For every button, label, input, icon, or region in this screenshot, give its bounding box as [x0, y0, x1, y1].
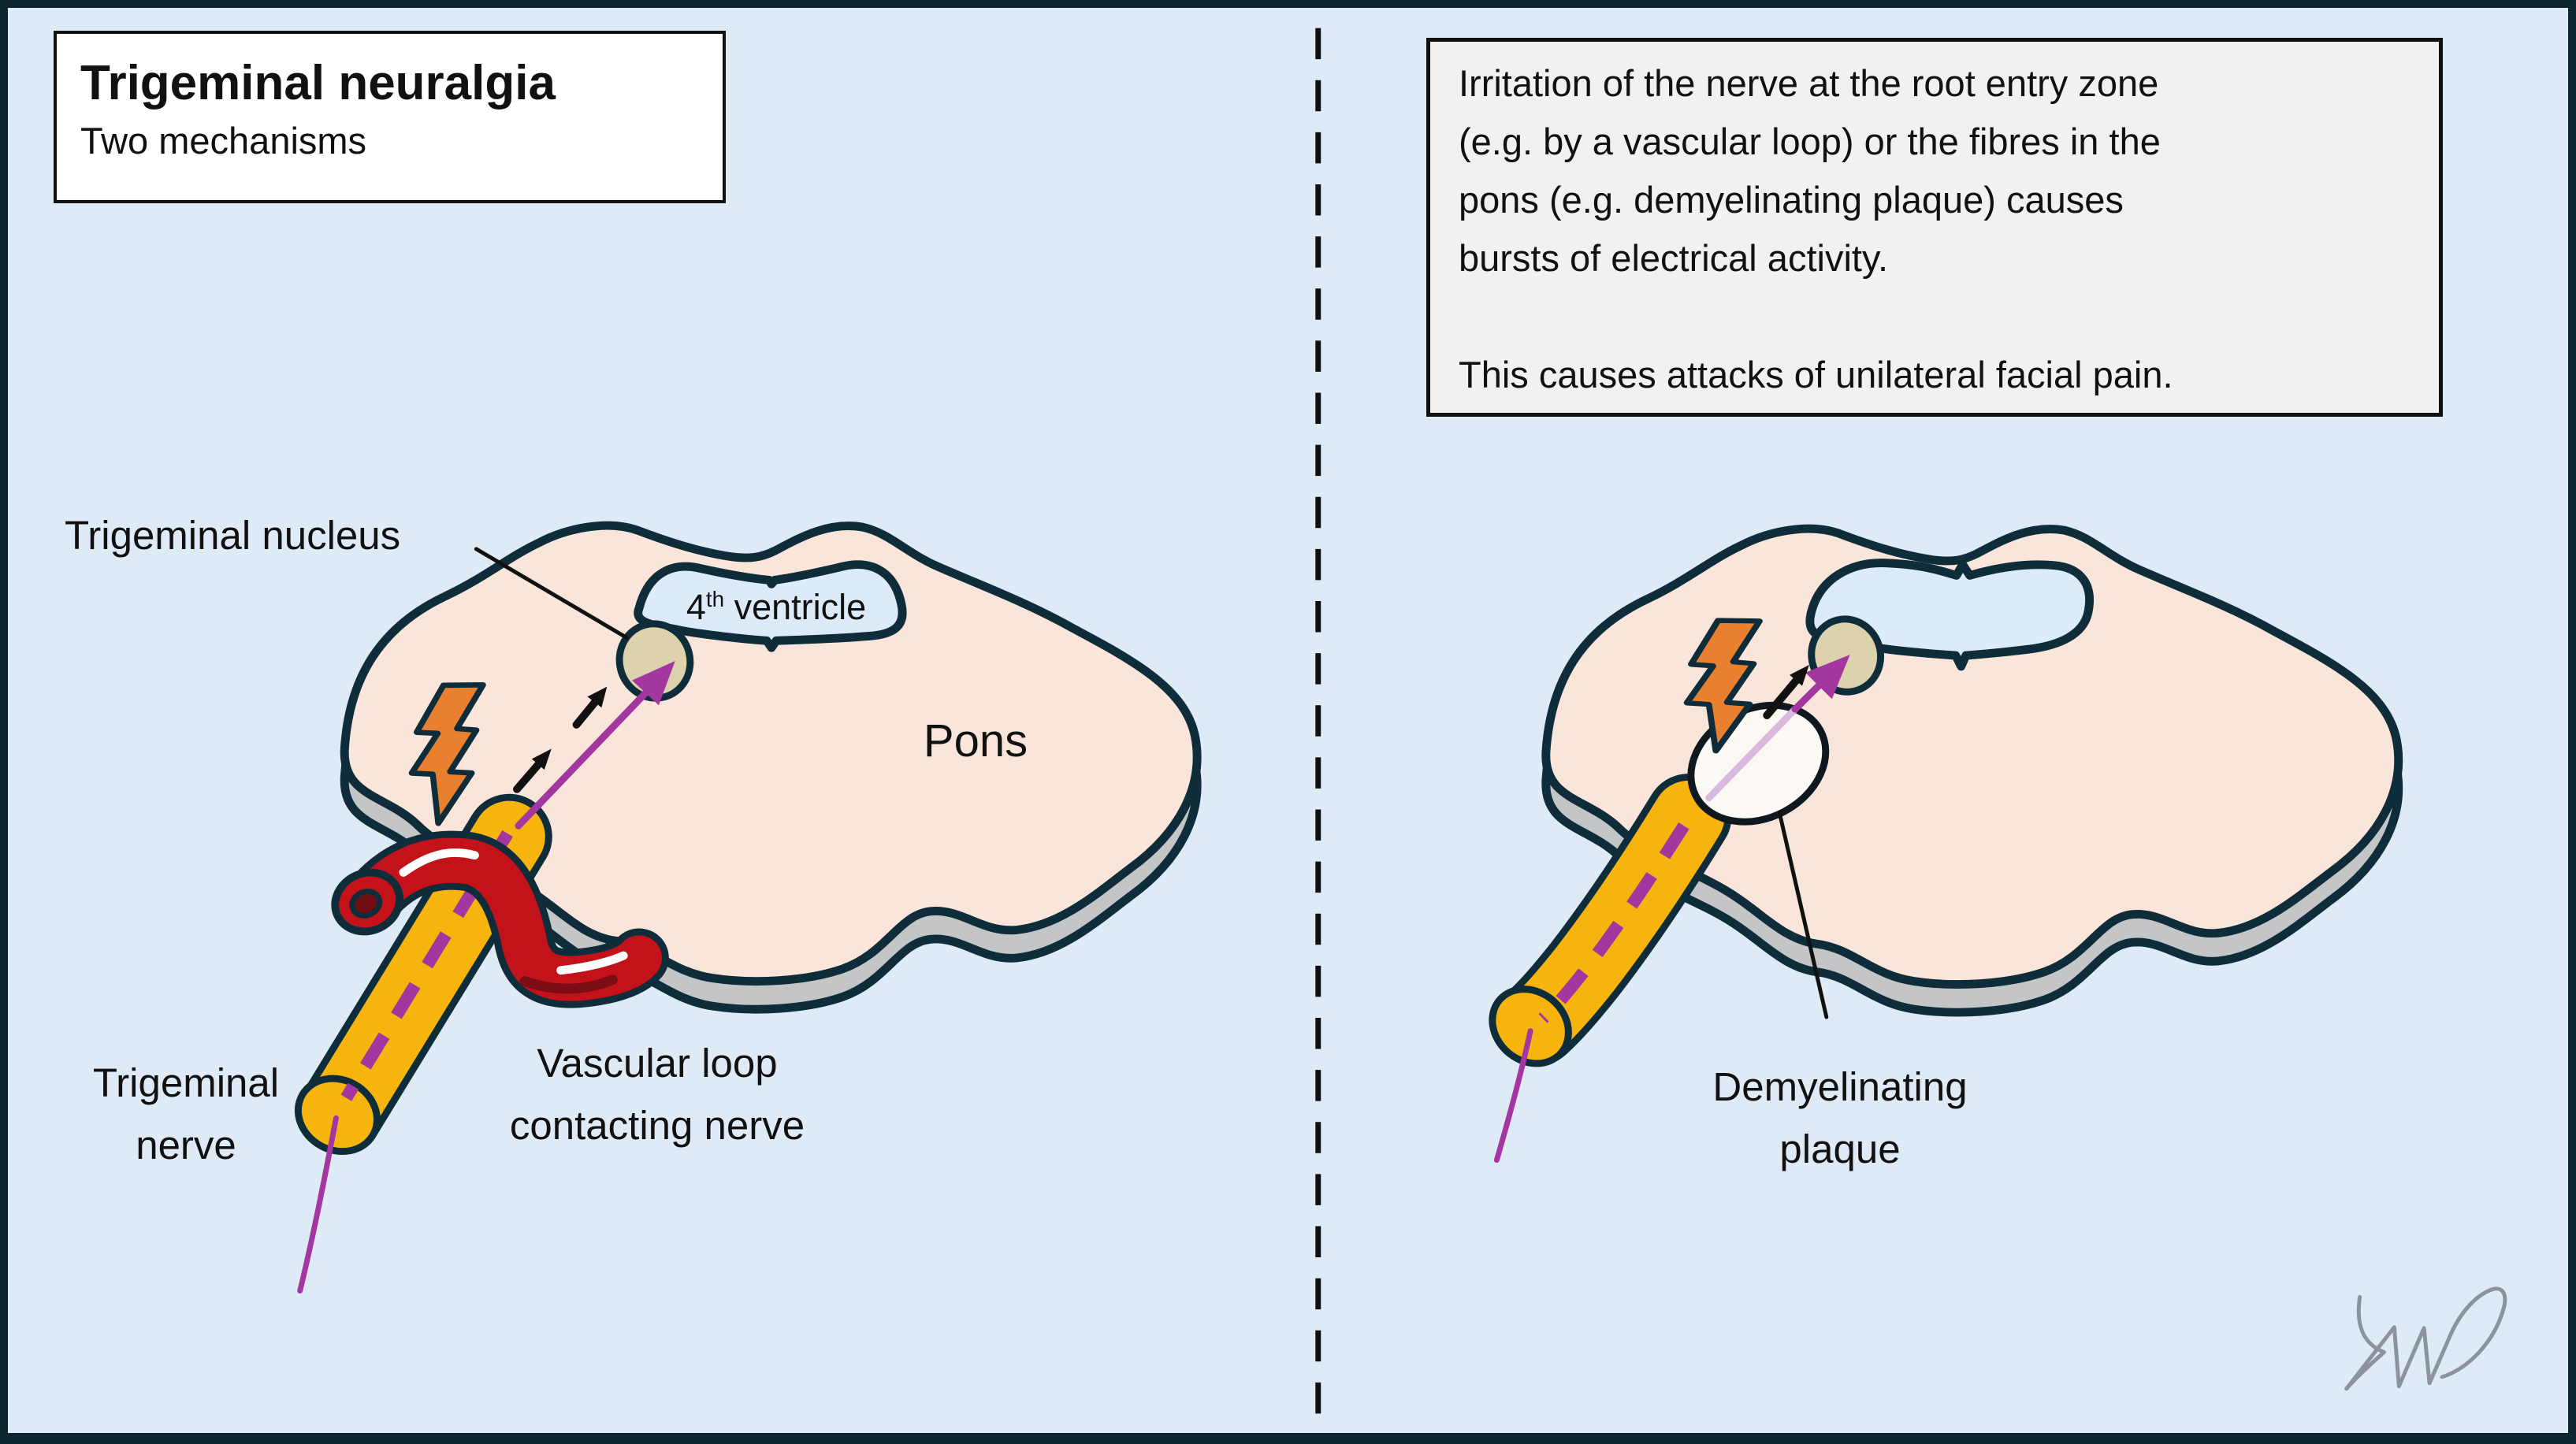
note-line — [1459, 288, 2411, 346]
diagram-artwork — [294, 28, 2507, 1433]
diagram-stage: Trigeminal neuralgia Two mechanisms Irri… — [8, 8, 2568, 1433]
fourth-ventricle-num: 4 — [686, 587, 706, 627]
title-box: Trigeminal neuralgia Two mechanisms — [54, 31, 726, 203]
vessel-lumen — [349, 889, 383, 919]
note-line: (e.g. by a vascular loop) or the fibres … — [1459, 121, 2161, 162]
pons-left — [344, 525, 1197, 1009]
vascular-loop-label: Vascular loop contacting nerve — [510, 1032, 805, 1156]
nerve-fibre-dashed-left — [340, 830, 513, 1101]
fourth-ventricle-shape-left — [634, 560, 907, 652]
leader-line-demyelinating-plaque — [1777, 810, 1829, 1019]
demyelinating-plaque-label-line1: Demyelinating — [1712, 1064, 1968, 1109]
fourth-ventricle-label: 4th ventricle — [686, 585, 866, 629]
vascular-loop-shape — [331, 830, 669, 1008]
impulse-arrow-right — [1763, 664, 1809, 720]
leader-line-trigeminal-nucleus — [474, 547, 629, 640]
fourth-ventricle-sup: th — [705, 587, 725, 611]
trigeminal-nerve-label-line1: Trigeminal — [92, 1060, 280, 1105]
impulse-arrows-left — [513, 686, 608, 793]
vessel-shadow — [519, 974, 618, 994]
demyelinating-plaque-label-line2: plaque — [1779, 1127, 1901, 1171]
trigeminal-nerve-right-shape — [1489, 774, 1732, 1164]
nerve-cut-face-left — [294, 1075, 381, 1156]
trigeminal-nerve-label: Trigeminal nerve — [93, 1052, 279, 1176]
signal-path-left — [515, 661, 675, 830]
trigeminal-nucleus-label: Trigeminal nucleus — [65, 513, 401, 558]
note-line: This causes attacks of unilateral facial… — [1459, 354, 2173, 395]
note-line: Irritation of the nerve at the root entr… — [1459, 62, 2159, 104]
fourth-ventricle-rest: ventricle — [724, 587, 867, 627]
demyelinating-plaque-label: Demyelinating plaque — [1712, 1056, 1967, 1180]
signal-arrowhead-right — [1805, 655, 1850, 700]
nerve-fibre-dashed-right — [1538, 822, 1689, 1023]
vessel-highlight — [399, 848, 479, 877]
note-line: pons (e.g. demyelinating plaque) causes — [1459, 179, 2124, 221]
vessel-highlight-2 — [556, 951, 628, 975]
vascular-loop-label-line2: contacting nerve — [509, 1103, 805, 1148]
nerve-cut-face-right — [1489, 986, 1572, 1067]
pons-label: Pons — [923, 715, 1028, 767]
note-line: bursts of electrical activity. — [1459, 237, 1889, 279]
nerve-fibre-tail-left — [297, 1115, 339, 1294]
trigeminal-nerve-label-line2: nerve — [136, 1123, 236, 1167]
signal-path-right — [1705, 655, 1850, 802]
page-title: Trigeminal neuralgia — [80, 56, 556, 110]
signal-arrowhead-left — [632, 661, 675, 706]
note-box: Irritation of the nerve at the root entr… — [1426, 38, 2443, 417]
page-subtitle: Two mechanisms — [80, 119, 367, 161]
nerve-fibre-tail-right — [1493, 1028, 1533, 1164]
pons-right — [1546, 529, 2399, 1012]
vascular-loop-label-line1: Vascular loop — [537, 1041, 778, 1086]
signature-icon — [2344, 1286, 2507, 1391]
signal-pale-through-plaque — [1705, 705, 1799, 802]
